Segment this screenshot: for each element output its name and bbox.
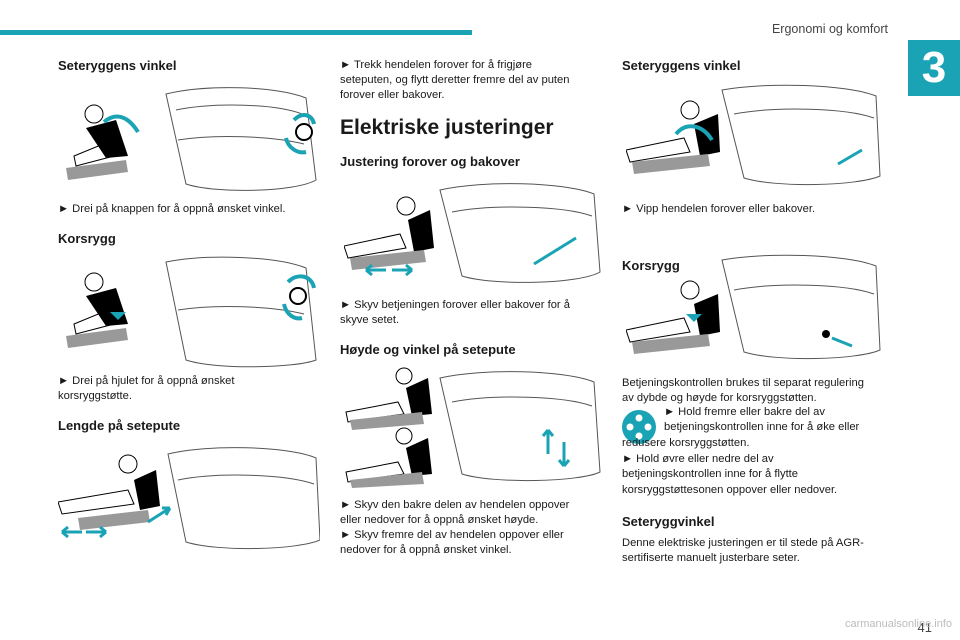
text-cushion-intro-1: ► Trekk hendelen forover for å frigjøre [340,59,533,71]
heading-forward-backward: Justering forover og bakover [340,154,520,169]
text-height-1: ► Skyv den bakre delen av hendelen oppov… [340,499,570,511]
illustration-backrest-angle [66,80,322,200]
text-backrest-electric: ► Vipp hendelen forover eller bakover. [622,203,816,215]
text-forward-1: ► Skyv betjeningen forover eller bakover… [340,299,570,311]
text-ctrl-5: redusere korsryggstøtten. [622,437,750,449]
text-ctrl-1: Betjeningskontrollen brukes til separat … [622,377,864,389]
text-ctrl-2: av dybde og høyde for korsryggstøtten. [622,392,817,404]
text-ctrl-8: korsryggstøttesonen oppover eller nedove… [622,484,838,496]
text-recline-1: Denne elektriske justeringen er til sted… [622,537,864,549]
text-cushion-intro-3: forover eller bakover. [340,89,445,101]
illustration-backrest-electric [626,80,882,192]
header-accent-bar [0,30,472,35]
heading-backrest-angle: Seteryggens vinkel [58,58,177,73]
illustration-lumbar-electric [626,250,882,366]
illustration-forward-backward [344,176,602,288]
chapter-tab: 3 [908,40,960,96]
text-ctrl-3: ► Hold fremre eller bakre del av [664,406,825,418]
text-height-2: eller nedover for å oppnå ønsket høyde. [340,514,539,526]
text-ctrl-7: betjeningskontrollen inne for å flytte [622,468,799,480]
heading-height-angle: Høyde og vinkel på setepute [340,342,516,357]
text-ctrl-6: ► Hold øvre eller nedre del av [622,453,774,465]
heading-lumbar-electric: Korsrygg [622,258,680,273]
heading-lumbar: Korsrygg [58,231,116,246]
text-recline-2: sertifiserte manuelt justerbare seter. [622,552,800,564]
lumbar-control-icon [622,410,656,444]
page-number: 41 [917,620,932,635]
watermark: carmanualsonline.info [844,618,952,630]
text-height-3: ► Skyv fremre del av hendelen oppover el… [340,529,564,541]
heading-electric: Elektriske justeringer [340,116,554,139]
text-height-4: nedover for å oppnå ønsket vinkel. [340,544,512,556]
illustration-height-angle [344,364,602,488]
heading-cushion-length: Lengde på setepute [58,418,181,433]
text-ctrl-4: betjeningskontrollen inne for å øke elle… [664,421,860,433]
illustration-cushion-length [58,440,320,552]
text-backrest-angle: ► Drei på knappen for å oppnå ønsket vin… [58,203,286,215]
heading-backrest-angle-electric: Seteryggens vinkel [622,58,741,73]
text-lumbar-1: ► Drei på hjulet for å oppnå ønsket [58,375,235,387]
text-cushion-intro-2: seteputen, og flytt deretter fremre del … [340,74,570,86]
text-lumbar-2: korsryggstøtte. [58,390,132,402]
section-title: Ergonomi og komfort [771,22,888,36]
text-forward-2: skyve setet. [340,314,400,326]
illustration-lumbar [66,252,322,372]
heading-recline: Seteryggvinkel [622,514,715,529]
